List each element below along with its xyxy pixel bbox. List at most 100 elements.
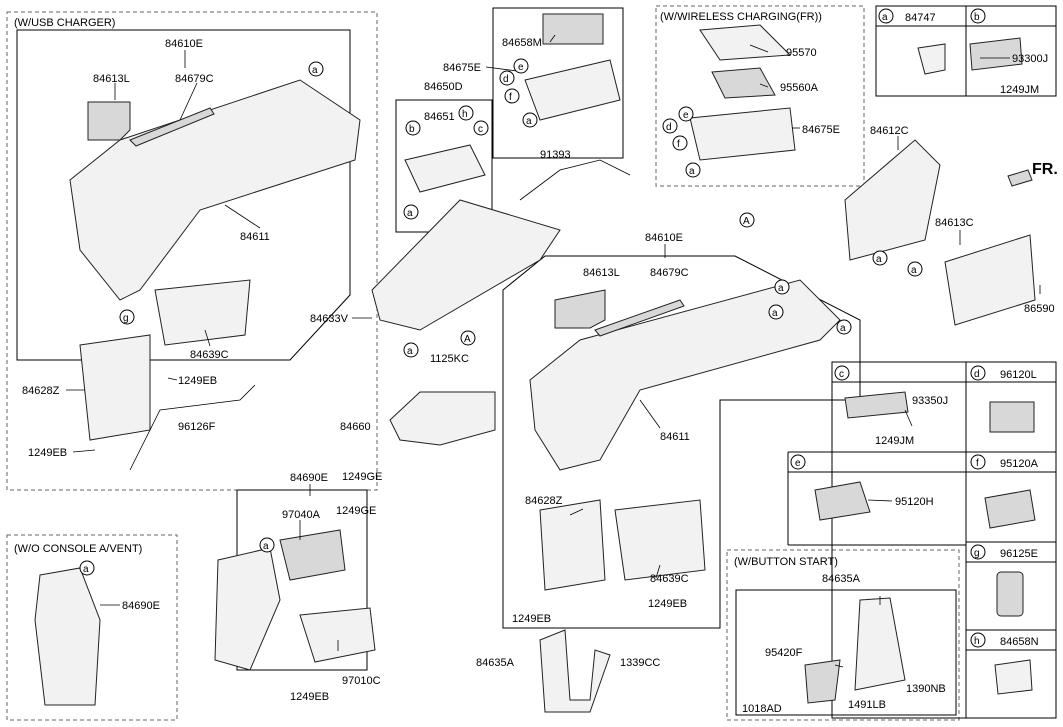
callout-c-1: c — [478, 124, 483, 135]
section-wireless: (W/WIRELESS CHARGING(FR)) — [660, 11, 822, 23]
label-84610E-left: 84610E — [165, 38, 203, 50]
clip-84747 — [917, 43, 946, 75]
bracket-84635A-bs — [854, 597, 906, 691]
usb-96125E — [996, 571, 1024, 617]
cupholder-84639C-right — [614, 499, 706, 581]
bracket-84635A — [539, 629, 611, 713]
label-84612C: 84612C — [870, 125, 909, 137]
label-95420F: 95420F — [765, 647, 803, 659]
tray-84628Z-right — [539, 499, 606, 591]
callout-f-legend: f — [976, 458, 979, 469]
label-84635A-center: 84635A — [476, 657, 515, 669]
label-84679C-left: 84679C — [175, 73, 214, 85]
label-97010C: 97010C — [342, 675, 381, 687]
callout-a-10: a — [778, 283, 784, 294]
armrest-84660 — [389, 391, 496, 446]
label-1018AD: 1018AD — [742, 703, 782, 715]
section-button-start: (W/BUTTON START) — [734, 556, 838, 568]
panel-84690E-novent — [34, 567, 101, 706]
callout-a-6: a — [407, 346, 413, 357]
label-84690E-novent: 84690E — [122, 600, 160, 612]
label-1390NB: 1390NB — [906, 683, 946, 695]
section-usb-charger: (W/USB CHARGER) — [14, 17, 115, 29]
label-1249EB-b: 1249EB — [28, 447, 67, 459]
label-84613C: 84613C — [935, 217, 974, 229]
callout-h-legend: h — [974, 636, 980, 647]
callout-e-1: e — [518, 62, 524, 73]
label-84613L-right: 84613L — [583, 267, 620, 279]
strip-84679C-left — [129, 107, 215, 147]
label-1125KC: 1125KC — [430, 353, 469, 365]
socket-95120H — [814, 481, 871, 521]
callout-f-2: f — [677, 139, 680, 150]
switch-93300J — [969, 37, 1023, 71]
label-95120A: 95120A — [1000, 458, 1039, 470]
label-84635A-bs: 84635A — [822, 573, 861, 585]
label-84613L-left: 84613L — [93, 73, 130, 85]
label-84639C-left: 84639C — [190, 349, 229, 361]
label-1249GE-a: 1249GE — [342, 471, 382, 483]
label-84611-right: 84611 — [660, 431, 690, 443]
callout-h-1: h — [462, 109, 468, 120]
label-84639C-right: 84639C — [650, 573, 689, 585]
callout-circles: a g a a b h c a e d f a A a e d f a A a … — [79, 8, 986, 648]
callout-a-legend: a — [882, 12, 888, 23]
label-84675E-center: 84675E — [443, 62, 481, 74]
pocket-97010C — [299, 607, 376, 663]
legend-right — [831, 361, 1057, 719]
box-84635A — [735, 589, 957, 716]
label-1491LB: 1491LB — [848, 699, 886, 711]
label-1339CC: 1339CC — [620, 657, 660, 669]
mat-84658M — [542, 13, 604, 45]
label-91393: 91393 — [540, 149, 571, 161]
callout-c-legend: c — [839, 369, 844, 380]
callout-a-2: a — [83, 564, 89, 575]
box-84675E — [492, 7, 624, 159]
label-84658N: 84658N — [1000, 636, 1039, 648]
cable-96126F — [129, 384, 256, 471]
callout-e-2: e — [683, 110, 689, 121]
fr-arrow-icon — [1007, 169, 1033, 187]
callout-b-1: b — [409, 124, 415, 135]
cover-84613C — [944, 234, 1036, 326]
housing-84675E-wireless — [689, 107, 796, 161]
callout-a-4: a — [407, 208, 413, 219]
fr-direction-label: FR. — [1032, 161, 1058, 178]
label-1249EB-a: 1249EB — [178, 375, 217, 387]
panel-84612C — [844, 139, 941, 261]
bezel-84651 — [404, 144, 486, 193]
callout-A-1: A — [464, 334, 471, 345]
label-1249GE-b: 1249GE — [336, 505, 376, 517]
cover-84658N — [994, 659, 1033, 695]
label-84660: 84660 — [340, 421, 371, 433]
callout-d-legend: d — [974, 369, 980, 380]
label-84628Z-left: 84628Z — [22, 385, 60, 397]
jack-96120L — [989, 401, 1035, 433]
housing-84675E — [524, 59, 621, 121]
callout-a-9: a — [911, 265, 917, 276]
callout-d-2: d — [666, 122, 672, 133]
switch-93350J — [844, 391, 909, 419]
label-1249EB-d: 1249EB — [648, 598, 687, 610]
callout-g-legend: g — [974, 548, 980, 559]
label-1249JM-a: 1249JM — [1000, 84, 1039, 96]
label-93300J: 93300J — [1012, 53, 1048, 65]
cupholder-84639C-left — [154, 279, 251, 346]
label-84679C-right: 84679C — [650, 267, 689, 279]
cable-91393 — [519, 159, 631, 201]
callout-f-1: f — [509, 92, 512, 103]
wireless-frame — [655, 5, 865, 187]
console-84611-right — [529, 279, 841, 471]
callout-a-1: a — [312, 65, 318, 76]
label-1249EB-e: 1249EB — [512, 613, 551, 625]
label-1249JM-b: 1249JM — [875, 435, 914, 447]
label-84650D: 84650D — [424, 81, 463, 93]
no-vent-frame — [6, 534, 178, 721]
strip-84679C-right — [594, 299, 685, 337]
socket-95120A — [984, 489, 1036, 529]
callout-a-7: a — [689, 166, 695, 177]
callout-A-2: A — [743, 216, 750, 227]
label-96126F: 96126F — [178, 421, 216, 433]
callout-a-5: a — [526, 116, 532, 127]
